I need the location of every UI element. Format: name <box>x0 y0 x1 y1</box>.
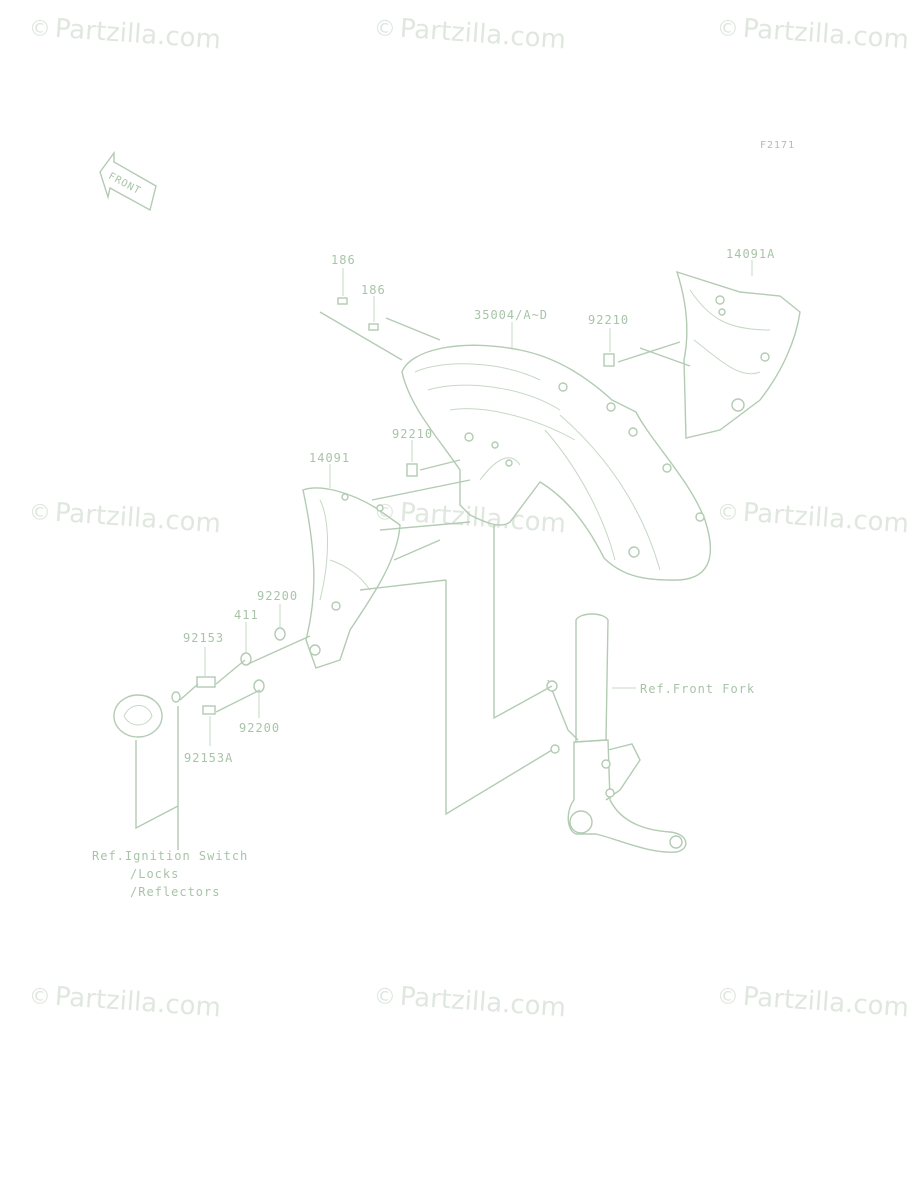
side-cover-left <box>302 487 401 669</box>
callout-92153[interactable]: 92153 <box>183 631 225 645</box>
front-arrow-icon <box>99 150 157 212</box>
fasteners <box>171 297 615 715</box>
diagram-code: F2171 <box>760 140 796 151</box>
front-fender <box>401 344 712 581</box>
callout-14091A[interactable]: 14091A <box>726 247 776 261</box>
callout-14091[interactable]: 14091 <box>309 451 351 465</box>
reflector <box>113 694 163 738</box>
leader-lines <box>135 260 753 850</box>
front-fork <box>546 613 687 853</box>
ref-ignition-switch[interactable]: Ref.Ignition Switch <box>92 849 249 863</box>
callout-35004[interactable]: 35004/A~D <box>474 308 549 322</box>
ref-reflectors[interactable]: /Reflectors <box>130 885 221 899</box>
callout-186-a[interactable]: 186 <box>331 253 356 267</box>
ref-front-fork[interactable]: Ref.Front Fork <box>640 682 756 696</box>
callout-92153A[interactable]: 92153A <box>184 751 234 765</box>
side-cover-right <box>675 270 801 439</box>
ref-locks[interactable]: /Locks <box>130 867 180 881</box>
callout-92200-a[interactable]: 92200 <box>257 589 299 603</box>
callout-411[interactable]: 411 <box>234 608 259 622</box>
callout-92210-b[interactable]: 92210 <box>392 427 434 441</box>
callout-92210-a[interactable]: 92210 <box>588 313 630 327</box>
callout-92200-b[interactable]: 92200 <box>239 721 281 735</box>
callout-186-b[interactable]: 186 <box>361 283 386 297</box>
